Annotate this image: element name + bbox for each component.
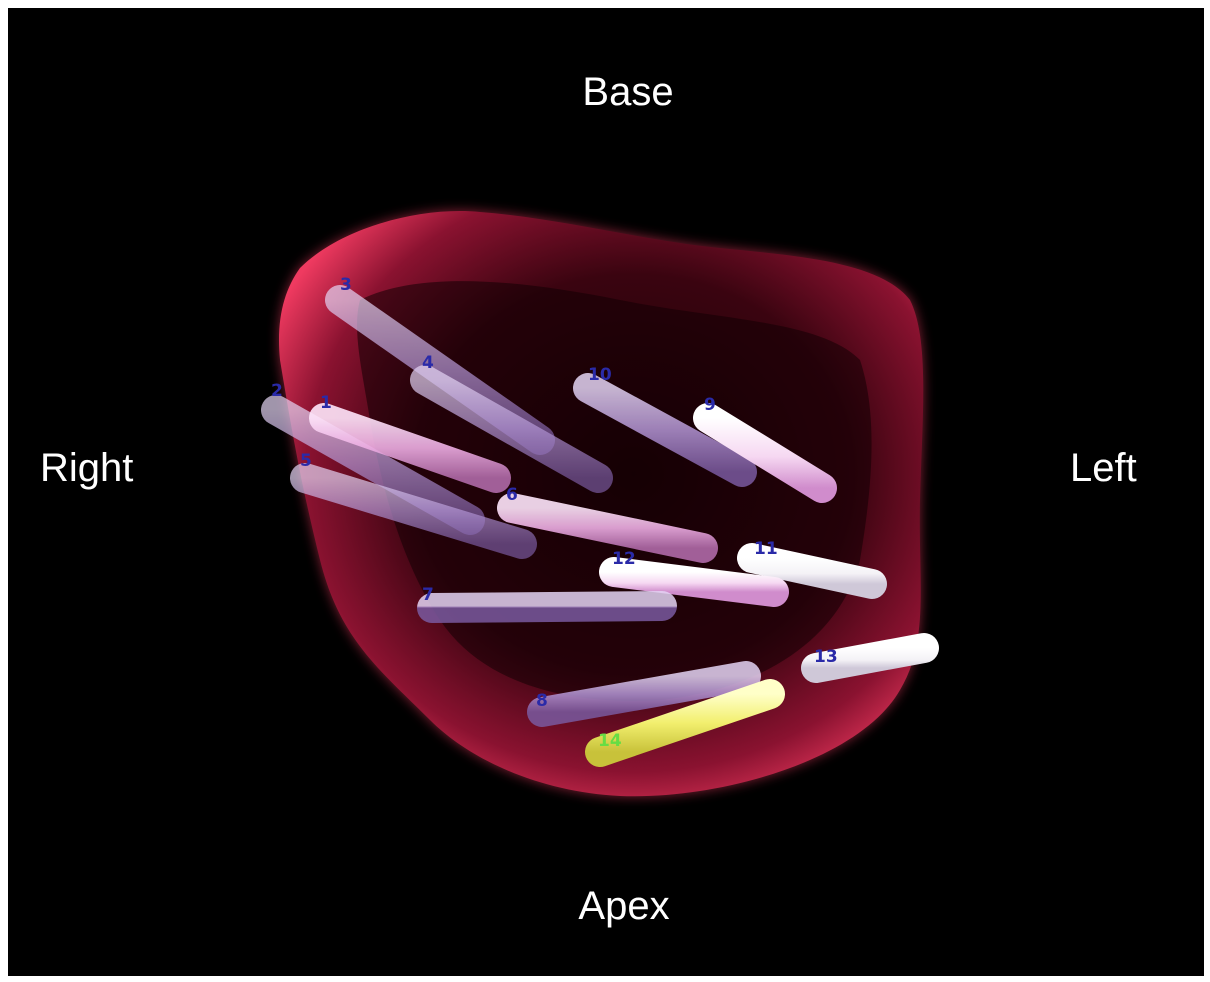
needle-number-11: 11 <box>754 539 778 559</box>
needle-number-6: 6 <box>506 485 518 505</box>
render-viewport: 3 4 10 9 2 1 5 6 11 12 7 13 8 14 Base Ap… <box>8 8 1204 976</box>
needle-number-12: 12 <box>612 549 636 569</box>
needle-number-2: 2 <box>271 381 283 401</box>
orientation-label-left: Left <box>1070 448 1137 488</box>
needle-12 <box>614 572 774 592</box>
needle-number-4: 4 <box>422 353 434 373</box>
prostate-scene: 3 4 10 9 2 1 5 6 11 12 7 13 8 14 <box>8 8 1204 976</box>
needle-number-9: 9 <box>704 395 716 415</box>
needle-number-8: 8 <box>536 691 548 711</box>
needle-number-1: 1 <box>320 393 332 413</box>
orientation-label-base: Base <box>8 72 1210 112</box>
needle-number-5: 5 <box>300 451 312 471</box>
needle-number-14: 14 <box>598 731 622 751</box>
needle-7 <box>432 606 662 608</box>
needle-number-10: 10 <box>588 365 612 385</box>
needle-number-3: 3 <box>340 275 352 295</box>
orientation-label-right: Right <box>40 448 133 488</box>
orientation-label-apex: Apex <box>8 886 1210 926</box>
needle-number-7: 7 <box>422 585 434 605</box>
needle-number-13: 13 <box>814 647 838 667</box>
